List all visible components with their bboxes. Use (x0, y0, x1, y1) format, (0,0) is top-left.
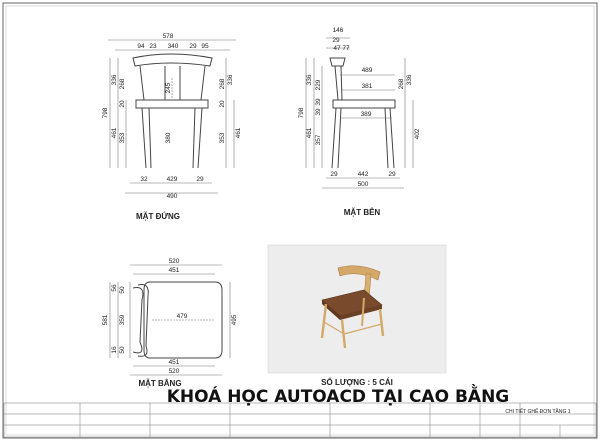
side-dim-top-1: 29 (332, 37, 340, 44)
render-caption: SỐ LƯỢNG : 5 CÁI (321, 377, 393, 387)
plan-dim-top-0: 520 (169, 258, 180, 265)
side-leg-front (389, 107, 395, 169)
front-dim-right-3: 20 (219, 100, 226, 108)
front-dim-text: 578 94 23 340 29 95 798 336 461 268 20 3… (102, 33, 242, 200)
side-seat (332, 99, 396, 109)
front-leg-r2 (192, 107, 196, 169)
front-dim-bottom-0: 32 (140, 176, 148, 183)
front-leg-l (141, 107, 147, 169)
side-dim-bottom-0: 29 (330, 171, 338, 178)
front-seat (135, 99, 209, 109)
plan-dim-left-5: 50 (119, 346, 126, 354)
front-dim-left-2: 461 (111, 127, 118, 138)
side-dim-inner-0: 489 (362, 67, 373, 74)
front-dim-left-4: 20 (119, 100, 126, 108)
plan-back-curve2 (132, 287, 144, 354)
front-post-l (139, 65, 145, 101)
side-view-title: MẶT BÊN (344, 208, 381, 217)
side-dim-left-2: 461 (306, 127, 313, 138)
front-dim-bottom-3: 490 (167, 193, 178, 200)
plan-dim-top-1: 451 (169, 267, 180, 274)
front-dim-lines (108, 39, 236, 194)
side-dim-left-1: 336 (306, 74, 313, 85)
front-view-title: MẶT ĐỨNG (136, 212, 180, 221)
side-dim-left-0: 798 (298, 107, 305, 118)
side-dim-inner-2: 389 (361, 111, 372, 118)
side-leg-back (331, 107, 337, 169)
front-post-r (200, 65, 206, 101)
side-back-post2 (340, 65, 343, 101)
plan-dim-left-4: 16 (111, 346, 118, 354)
side-dim-right-0: 336 (406, 74, 413, 85)
side-dim-bottom-2: 29 (388, 171, 396, 178)
front-dim-top-3: 340 (168, 43, 179, 50)
side-dim-top-0: 146 (333, 27, 344, 34)
plan-dim-right-0: 495 (231, 314, 238, 325)
front-dim-left-0: 798 (102, 107, 109, 118)
front-dim-right-4: 353 (219, 132, 226, 143)
front-dim-top-5: 95 (201, 43, 209, 50)
side-back-rail (329, 57, 346, 67)
side-dim-bottom-1: 442 (358, 171, 369, 178)
front-dim-left-1: 336 (111, 74, 118, 85)
plan-dim-inner-0: 479 (177, 313, 188, 320)
front-dim-left-3: 268 (119, 78, 126, 89)
side-dim-top-2: 47 (333, 45, 341, 52)
front-dim-bottom-1: 429 (167, 176, 178, 183)
plan-dim-left-3: 359 (119, 314, 126, 325)
front-dim-right-0: 336 (227, 74, 234, 85)
side-back-post (334, 65, 339, 101)
front-dim-bottom-2: 29 (196, 176, 204, 183)
plan-dim-left-1: 56 (111, 284, 118, 292)
side-dim-right-1: 268 (398, 78, 405, 89)
course-banner: KHOÁ HỌC AUTOACD TẠI CAO BẰNG (167, 383, 510, 407)
front-leg-r (197, 107, 203, 169)
side-dim-bottom-3: 500 (358, 181, 369, 188)
side-dim-inner-1: 381 (362, 83, 373, 90)
plan-seat (143, 281, 223, 359)
plan-view (132, 281, 223, 359)
sheet-inner-frame (5, 5, 595, 436)
front-back-rail (132, 53, 213, 67)
side-dim-left-3: 229 (315, 79, 322, 90)
front-dim-right-2: 268 (219, 78, 226, 89)
side-leg-front2 (384, 107, 389, 169)
front-dim-inner-1: 380 (165, 132, 172, 143)
render-chair (320, 265, 385, 349)
side-leg-back2 (337, 107, 342, 169)
front-dim-top-1: 94 (137, 43, 145, 50)
plan-dim-left-0: 581 (102, 314, 109, 325)
plan-dim-bottom-0: 451 (169, 359, 180, 366)
render-panel: SỐ LƯỢNG : 5 CÁI (267, 244, 447, 387)
front-dim-top-2: 23 (149, 43, 157, 50)
plan-dim-lines (109, 264, 231, 376)
title-block (3, 402, 597, 438)
plan-view-title: MẶT BẰNG (138, 379, 181, 388)
drawing-name: CHI TIẾT GHẾ ĐƠN TẦNG 1 (505, 408, 570, 415)
front-leg-l2 (148, 107, 152, 169)
side-dim-left-6: 357 (315, 134, 322, 145)
side-dim-lines (305, 37, 414, 189)
front-dim-inner-0: 245 (165, 82, 172, 93)
plan-dim-text: 520 451 581 56 50 359 16 50 479 495 451 … (102, 258, 238, 375)
front-dim-right-1: 461 (235, 127, 242, 138)
side-dim-left-4: 39 (315, 98, 322, 106)
plan-dim-left-2: 50 (119, 286, 126, 294)
front-view (132, 53, 213, 169)
side-dim-top-3: 77 (342, 45, 350, 52)
front-dim-top-4: 29 (189, 43, 197, 50)
side-dim-right-2: 402 (414, 128, 421, 139)
side-dim-text: 146 29 47 77 798 336 461 229 39 39 357 4… (298, 27, 421, 188)
plan-back-curve (137, 284, 149, 357)
side-dim-left-5: 39 (315, 108, 322, 116)
front-dim-left-5: 353 (119, 132, 126, 143)
plan-dim-bottom-1: 520 (169, 368, 180, 375)
front-dim-top-0: 578 (163, 33, 174, 40)
